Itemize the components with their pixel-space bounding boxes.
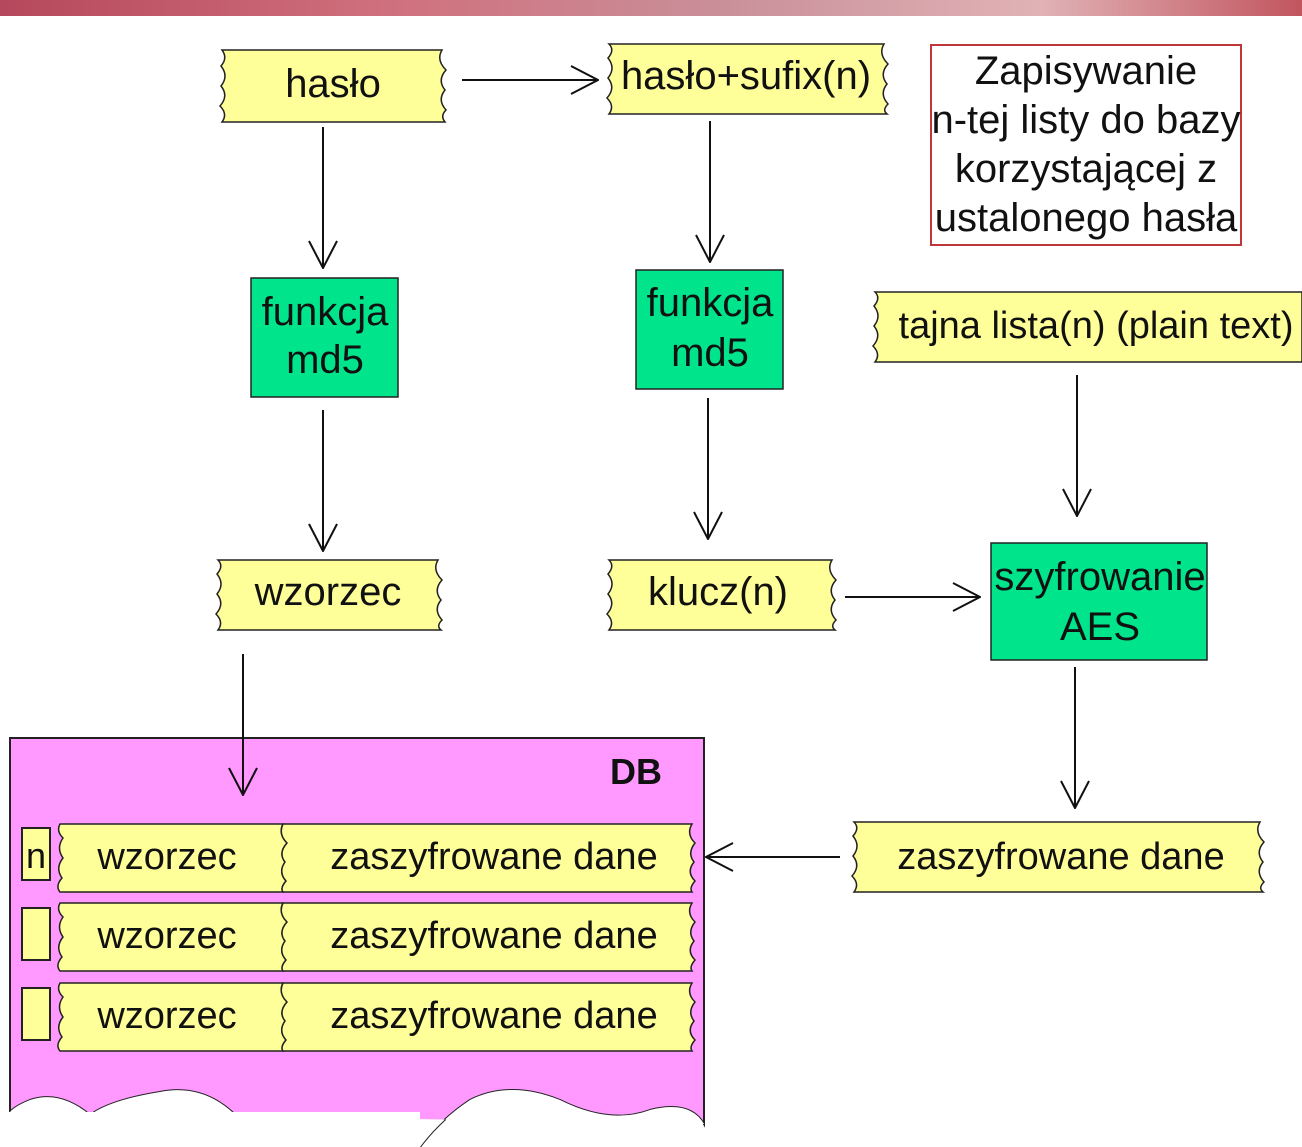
node-haslo-sufix: hasło+sufix(n) [605,43,890,115]
node-haslo-label: hasło [285,62,381,106]
db-row: wzorzec zaszyfrowane dane [21,982,697,1052]
db-row: wzorzec zaszyfrowane dane [21,902,697,972]
node-tajna-lista-label: tajna lista(n) (plain text) [899,305,1294,347]
node-haslo-sufix-label: hasło+sufix(n) [621,54,871,98]
note-line: ustalonego hasła [934,196,1238,240]
db-row-index-box [21,987,51,1041]
db-row-pattern: wzorzec [96,995,236,1037]
node-haslo: hasło [218,49,448,123]
header-banner [0,0,1302,16]
process-md5-left-line1: funkcja [262,290,389,334]
process-aes: szyfrowanie AES [990,542,1208,661]
process-md5-right: funkcja md5 [635,269,784,390]
process-aes-line1: szyfrowanie [994,555,1205,599]
db-row: n wzorzec zaszyfrowane dane [21,823,697,893]
process-md5-left: funkcja md5 [250,277,399,398]
node-tajna-lista: tajna lista(n) (plain text) [871,291,1302,363]
process-md5-left-line2: md5 [286,338,364,382]
note-line: Zapisywanie [974,49,1198,93]
db-row-data-tag [280,823,697,893]
process-md5-right-line1: funkcja [647,281,774,325]
db-row-data-tag [280,902,697,972]
node-zaszyfrowane-label: zaszyfrowane dane [897,836,1224,878]
db-row-data: zaszyfrowane dane [330,995,657,1037]
node-wzorzec-label: wzorzec [254,570,402,614]
db-row-index: n [26,835,46,876]
db-row-index-box [21,827,51,881]
node-zaszyfrowane: zaszyfrowane dane [850,821,1266,893]
db-label: DB [610,751,662,792]
db-row-data: zaszyfrowane dane [330,915,657,957]
note-line: n-tej listy do bazy [931,98,1241,142]
db-row-data: zaszyfrowane dane [330,836,657,878]
node-klucz-label: klucz(n) [648,570,788,614]
db-row-pattern: wzorzec [96,836,236,878]
db-row-pattern: wzorzec [96,915,236,957]
db-row-index-box [21,907,51,961]
db-row-data-tag [280,982,697,1052]
note-box: Zapisywanie n-tej listy do bazy korzysta… [930,44,1242,246]
node-wzorzec: wzorzec [214,559,444,631]
process-md5-right-line2: md5 [671,331,749,375]
process-aes-line2: AES [1060,605,1140,649]
node-klucz: klucz(n) [605,559,838,631]
note-line: korzystającej z [954,147,1218,191]
